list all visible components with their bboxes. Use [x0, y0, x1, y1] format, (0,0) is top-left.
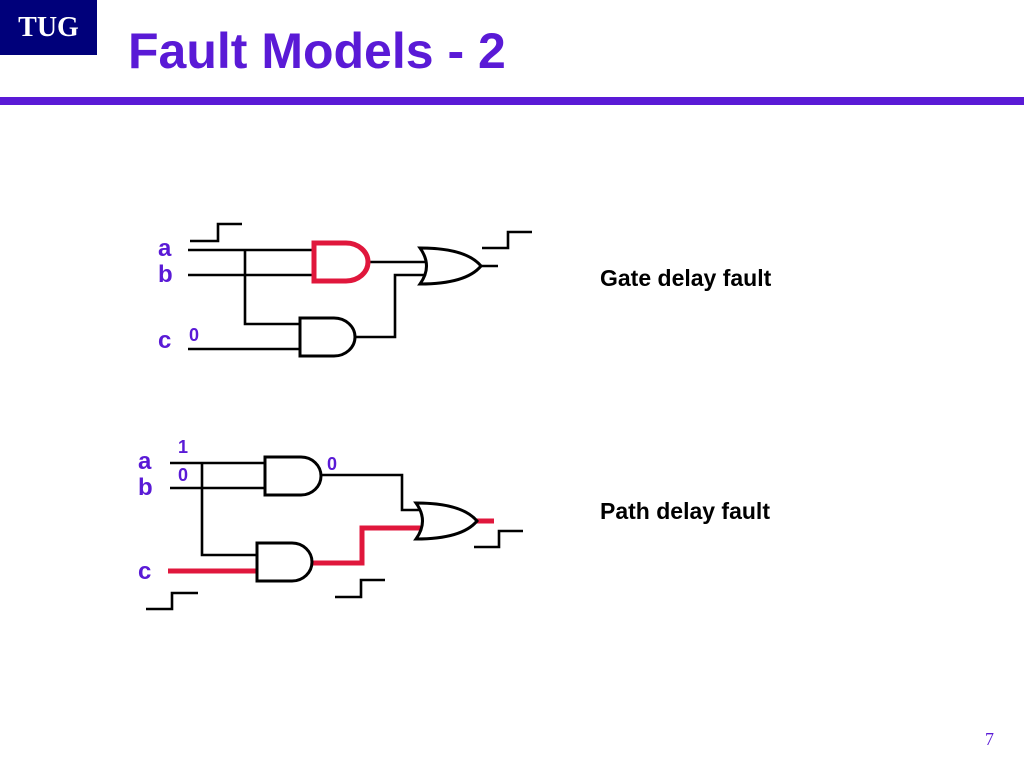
caption-gate-delay: Gate delay fault [600, 265, 772, 291]
page-number: 7 [985, 729, 994, 749]
tug-logo: TUG [0, 0, 97, 55]
or-gate [413, 501, 479, 541]
rising-transition-icon [335, 578, 385, 599]
rising-transition-icon [146, 591, 198, 611]
rising-transition-icon [482, 230, 532, 250]
wire-a-branch [243, 250, 300, 326]
and-gate-faulty [311, 240, 371, 284]
rising-transition-icon [190, 222, 242, 243]
input-label-b: b [138, 474, 153, 501]
or-gate [417, 246, 483, 286]
and-gate-2 [255, 541, 314, 583]
input-label-a: a [138, 448, 152, 475]
title-underline [0, 97, 1024, 105]
gate-delay-circuit: a b c 0 [158, 222, 532, 358]
wire-a-branch [200, 463, 257, 557]
wire-and2-out [354, 273, 426, 339]
faulty-path-and2-out [312, 525, 421, 566]
value-c: 0 [189, 325, 199, 345]
path-delay-circuit: a b c 1 0 0 [138, 437, 523, 611]
and-gate-1 [263, 455, 323, 497]
value-a: 1 [178, 437, 188, 457]
input-label-b: b [158, 261, 173, 288]
caption-path-delay: Path delay fault [600, 498, 770, 524]
rising-transition-icon [474, 529, 523, 549]
slide-title: Fault Models - 2 [128, 23, 506, 79]
value-b: 0 [178, 465, 188, 485]
value-and1-out: 0 [327, 454, 337, 474]
input-label-c: c [158, 327, 171, 354]
and-gate-2 [298, 316, 357, 358]
input-label-a: a [158, 235, 172, 262]
input-label-c: c [138, 558, 151, 585]
wire-and1-out [322, 473, 421, 512]
